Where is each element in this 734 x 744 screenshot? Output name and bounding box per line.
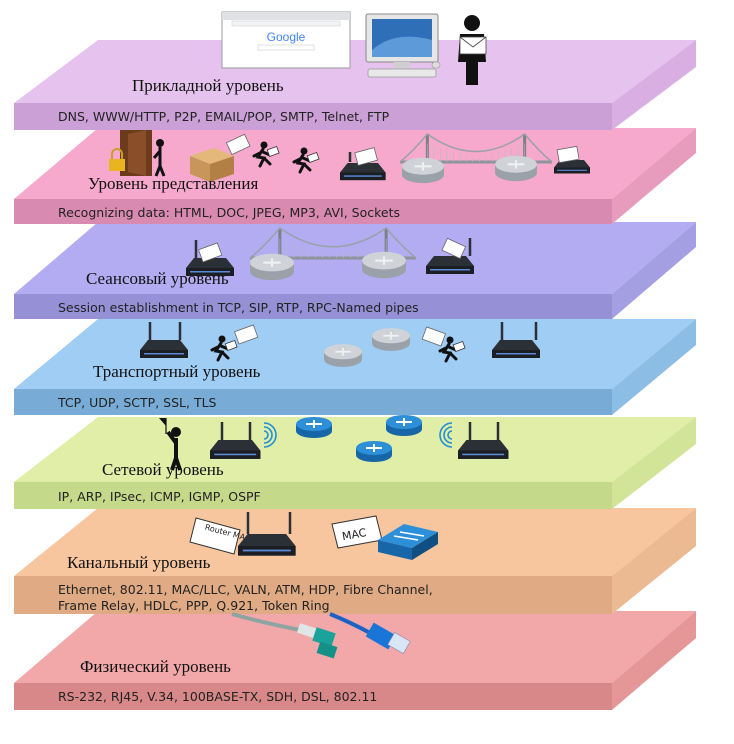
layer-protocols: Ethernet, 802.11, MAC/LLC, VALN, ATM, HD…	[58, 582, 433, 597]
lock-icon	[109, 148, 125, 171]
layer-side-face	[612, 508, 696, 614]
envelope-icon	[441, 237, 467, 260]
router-icon	[493, 154, 539, 183]
layer-top-face	[14, 40, 696, 103]
fiber-cable-icon	[231, 612, 338, 659]
layer-front-face	[14, 294, 612, 319]
router-icon	[458, 440, 509, 459]
router-icon	[385, 414, 423, 437]
layer-front-face	[14, 683, 612, 710]
router-icon	[360, 250, 408, 280]
layer-title: Канальный уровень	[67, 553, 211, 572]
computer-monitor-icon	[365, 13, 441, 78]
layer-title: Уровень представления	[88, 174, 258, 193]
router-icon	[400, 156, 446, 185]
layer-protocols: Recognizing data: HTML, DOC, JPEG, MP3, …	[58, 205, 400, 220]
open-door-icon	[120, 130, 152, 176]
envelope-icon	[421, 326, 446, 347]
layer-top-face	[14, 611, 696, 683]
router-icon	[426, 256, 474, 274]
layer-front-face	[14, 576, 612, 614]
router-icon	[323, 343, 363, 368]
router-icon	[140, 340, 188, 358]
envelope-icon	[556, 145, 580, 164]
wifi-signal-icon	[439, 422, 453, 448]
router-icon	[295, 416, 333, 439]
layer-title: Сеансовый уровень	[86, 269, 229, 288]
layer-front-face	[14, 482, 612, 509]
layer-side-face	[612, 319, 696, 415]
osi-layer-1	[14, 40, 696, 130]
layer-protocols: Session establishment in TCP, SIP, RTP, …	[58, 300, 419, 315]
router-icon	[210, 440, 261, 459]
router-icon	[355, 440, 393, 463]
layer-front-face	[14, 103, 612, 130]
layer-protocols: TCP, UDP, SCTP, SSL, TLS	[57, 395, 217, 410]
layer-side-face	[612, 128, 696, 224]
router-icon	[248, 252, 296, 282]
layer-protocols: RS-232, RJ45, V.34, 100BASE-TX, SDH, DSL…	[58, 689, 377, 704]
layer-side-face	[612, 222, 696, 319]
layer-top-face	[14, 417, 696, 482]
osi-layer-5	[14, 417, 696, 509]
switch-icon	[378, 524, 438, 560]
layer-side-face	[612, 40, 696, 130]
layer-side-face	[612, 417, 696, 509]
envelope-icon	[234, 324, 259, 345]
router-icon	[238, 534, 296, 556]
person-icon	[156, 139, 164, 147]
box-icon	[190, 148, 234, 182]
layer-protocols: Frame Relay, HDLC, PPP, Q.921, Token Rin…	[58, 598, 330, 613]
layer-protocols: IP, ARP, IPsec, ICMP, IGMP, OSPF	[58, 489, 261, 504]
flag-person-icon	[159, 418, 182, 471]
layer-side-face	[612, 611, 696, 710]
layer-front-face	[14, 199, 612, 224]
envelope-icon	[354, 147, 378, 166]
router-icon	[340, 163, 386, 181]
layer-title: Транспортный уровень	[93, 362, 261, 381]
layer-protocols: DNS, WWW/HTTP, P2P, EMAIL/POP, SMTP, Tel…	[58, 109, 390, 124]
layer-front-face	[14, 389, 612, 415]
envelope-icon	[225, 133, 251, 156]
mac-label: MAC	[341, 526, 368, 543]
router-mac-tag: Router MAC	[189, 517, 252, 555]
layer-title: Сетевой уровень	[102, 460, 224, 479]
person-icon	[152, 147, 166, 177]
router-icon	[492, 340, 540, 358]
layer-title: Прикладной уровень	[132, 76, 284, 95]
browser-window-icon: Google	[221, 11, 351, 69]
osi-layer-7	[14, 611, 696, 710]
search-logo: Google	[267, 30, 306, 44]
router-icon	[371, 327, 411, 352]
mac-tag: MAC	[331, 515, 383, 549]
person-with-envelope-icon	[458, 15, 487, 85]
layer-title: Физический уровень	[80, 657, 231, 676]
envelope-icon	[198, 242, 223, 263]
ethernet-cable-icon	[329, 612, 411, 654]
wifi-signal-icon	[263, 422, 277, 448]
